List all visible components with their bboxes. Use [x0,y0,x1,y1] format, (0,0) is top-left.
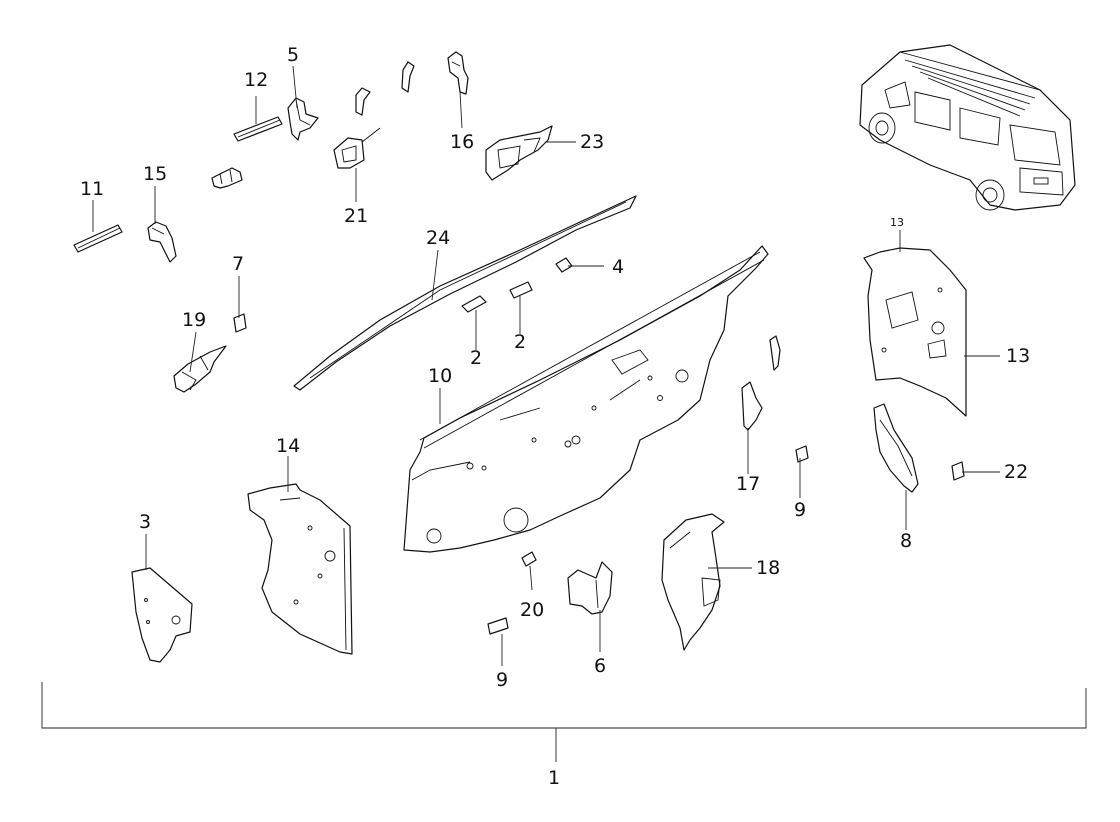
part-clip-a [355,87,371,116]
part-17-bracket [741,381,763,431]
leader-lines [41,65,1087,762]
part-20-clip [521,551,537,567]
part-8-bracket [873,403,919,493]
part-18-panel [661,513,725,651]
callout-17: 17 [736,473,760,495]
part-10-dash-panel [403,245,769,553]
part-13-panel [863,247,967,417]
part-9-clip-lower [487,617,509,635]
part-2-clip-a [461,295,487,313]
part-6-bracket [567,561,613,615]
part-2-clip-b [509,281,533,299]
callout-20: 20 [520,599,544,621]
part-24-rail [293,195,637,391]
part-14-side-panel [247,483,353,655]
part-bracket-small-a [211,167,243,189]
part-4-clip [555,257,573,273]
callout-6: 6 [594,655,606,677]
part-clip-c [769,335,781,371]
callout-labels: 1 2 2 3 4 5 6 7 8 9 9 10 11 12 13 13 14 … [80,44,1030,789]
callout-21: 21 [344,205,368,227]
callout-13: 13 [1006,345,1030,367]
callout-14: 14 [276,435,300,457]
callout-2-right: 2 [514,331,526,353]
callout-12: 12 [244,69,268,91]
callout-9-lower: 9 [496,669,508,691]
callout-23: 23 [580,131,604,153]
part-11-strip [73,224,123,253]
callout-8: 8 [900,530,912,552]
part-22-clip [951,461,965,481]
callout-24: 24 [426,227,450,249]
callout-15: 15 [143,163,167,185]
callout-19: 19 [182,309,206,331]
part-16-bracket [447,51,469,95]
part-9-clip-upper [795,445,809,463]
part-23-bracket [485,125,553,181]
callout-4: 4 [612,256,624,278]
callout-22: 22 [1004,461,1028,483]
part-7-clip [233,313,247,333]
callout-9-upper: 9 [794,499,806,521]
callout-2-left: 2 [470,347,482,369]
callout-11: 11 [80,178,104,200]
part-12-strip [233,116,283,142]
part-19-duct [173,345,227,393]
callout-1: 1 [548,767,560,789]
part-15-bracket [147,221,177,263]
part-21-bracket [333,127,381,169]
callout-10: 10 [428,365,452,387]
callout-7: 7 [232,253,244,275]
part-5-bracket [287,97,319,141]
callout-16: 16 [450,131,474,153]
part-clip-b [401,61,415,93]
callout-18: 18 [756,557,780,579]
callout-3: 3 [139,511,151,533]
callout-13-small: 13 [890,216,904,229]
van-thumbnail-icon [859,44,1076,211]
part-3-panel [131,567,193,663]
callout-5: 5 [287,44,299,66]
